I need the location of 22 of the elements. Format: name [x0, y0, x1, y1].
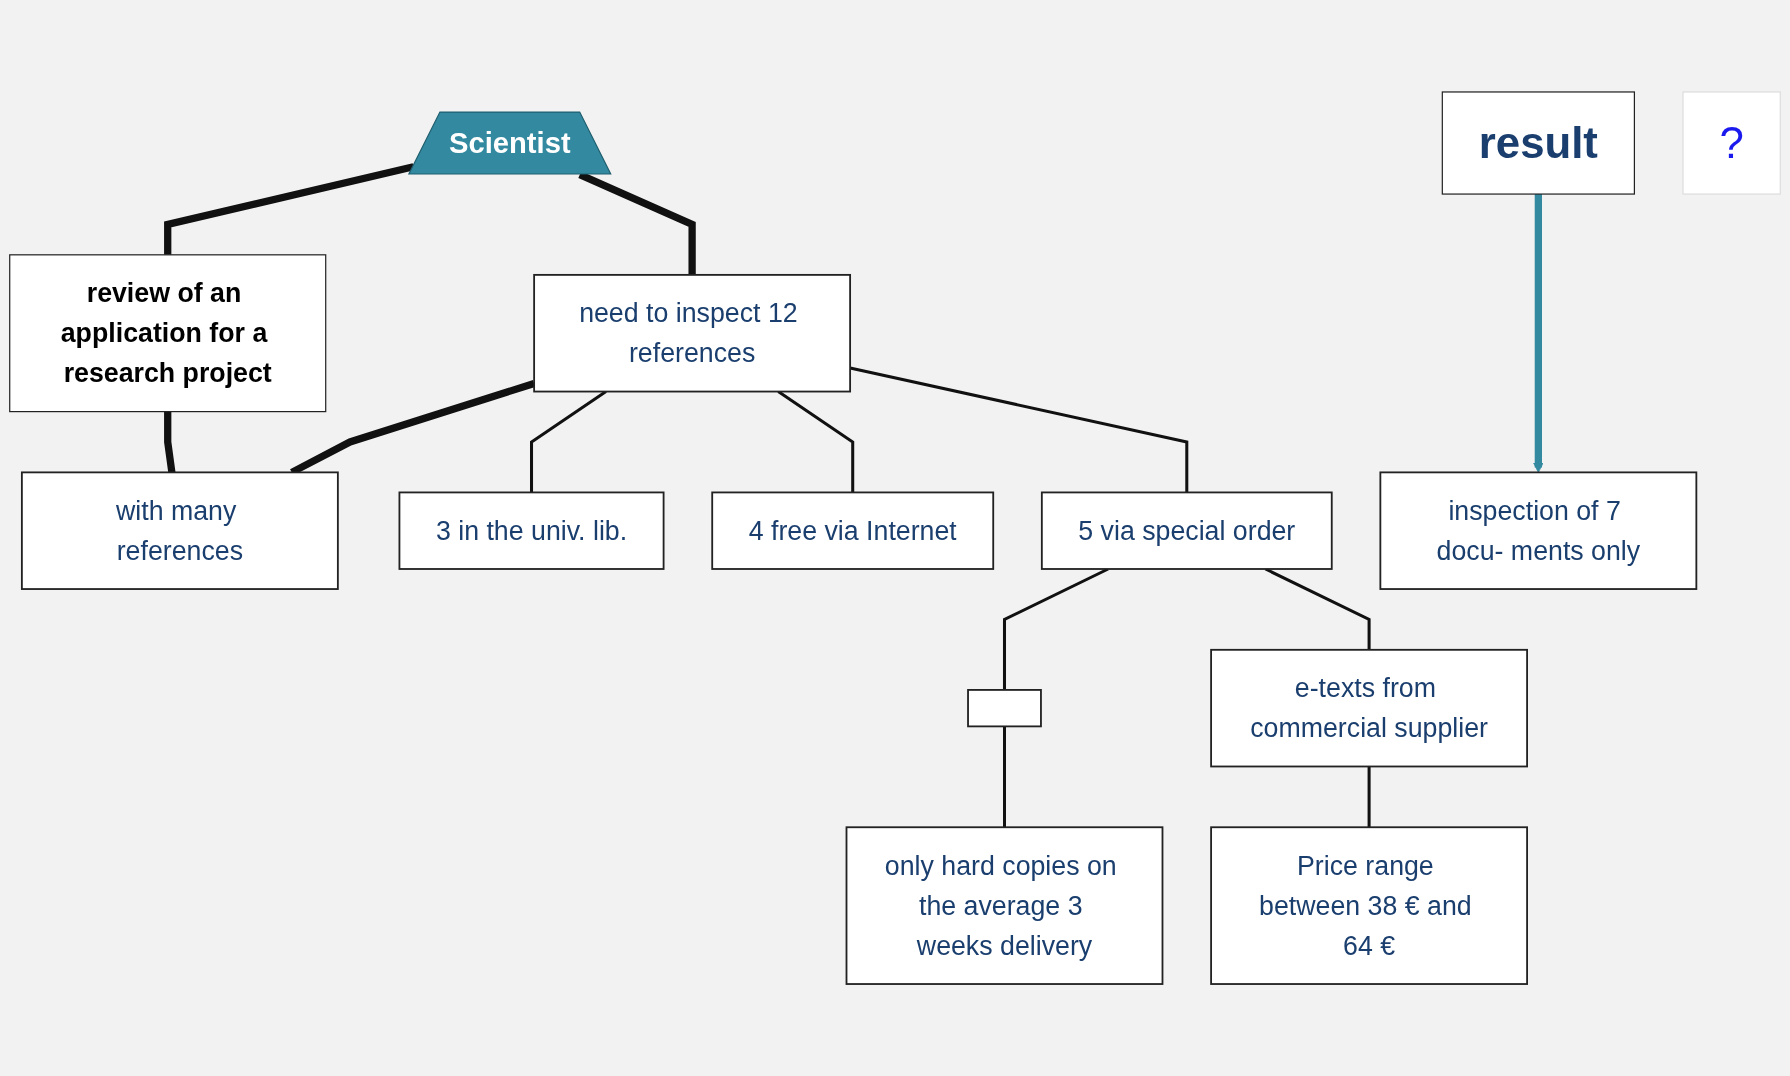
node-box: need to inspect 12 references: [533, 273, 851, 393]
connector: [1002, 726, 1006, 828]
node-box: 3 in the univ. lib.: [398, 491, 665, 570]
connector: [164, 163, 415, 255]
node-box: review of an application for a research project: [9, 254, 327, 413]
node-box: only hard copies on the average 3 weeks delivery: [845, 826, 1164, 985]
node-box: result: [1441, 91, 1635, 195]
node-box: e-texts from commercial supplier: [1210, 648, 1528, 768]
connector: [777, 390, 855, 493]
node-box: ?: [1682, 91, 1781, 195]
node-box: 4 free via Internet: [711, 491, 995, 570]
connector: [164, 411, 176, 473]
connector: [1002, 567, 1109, 690]
connector: [1367, 766, 1371, 828]
connector: [1264, 567, 1371, 650]
node-box: 5 via special order: [1040, 491, 1333, 570]
node-box: [967, 689, 1042, 728]
node-box: Price range between 38 € and 64 €: [1210, 826, 1528, 985]
node-box: with many references: [20, 471, 339, 590]
arrow: [1533, 194, 1544, 473]
node-box: inspection of 7 docu- ments only: [1379, 471, 1698, 590]
connector: [530, 390, 607, 493]
